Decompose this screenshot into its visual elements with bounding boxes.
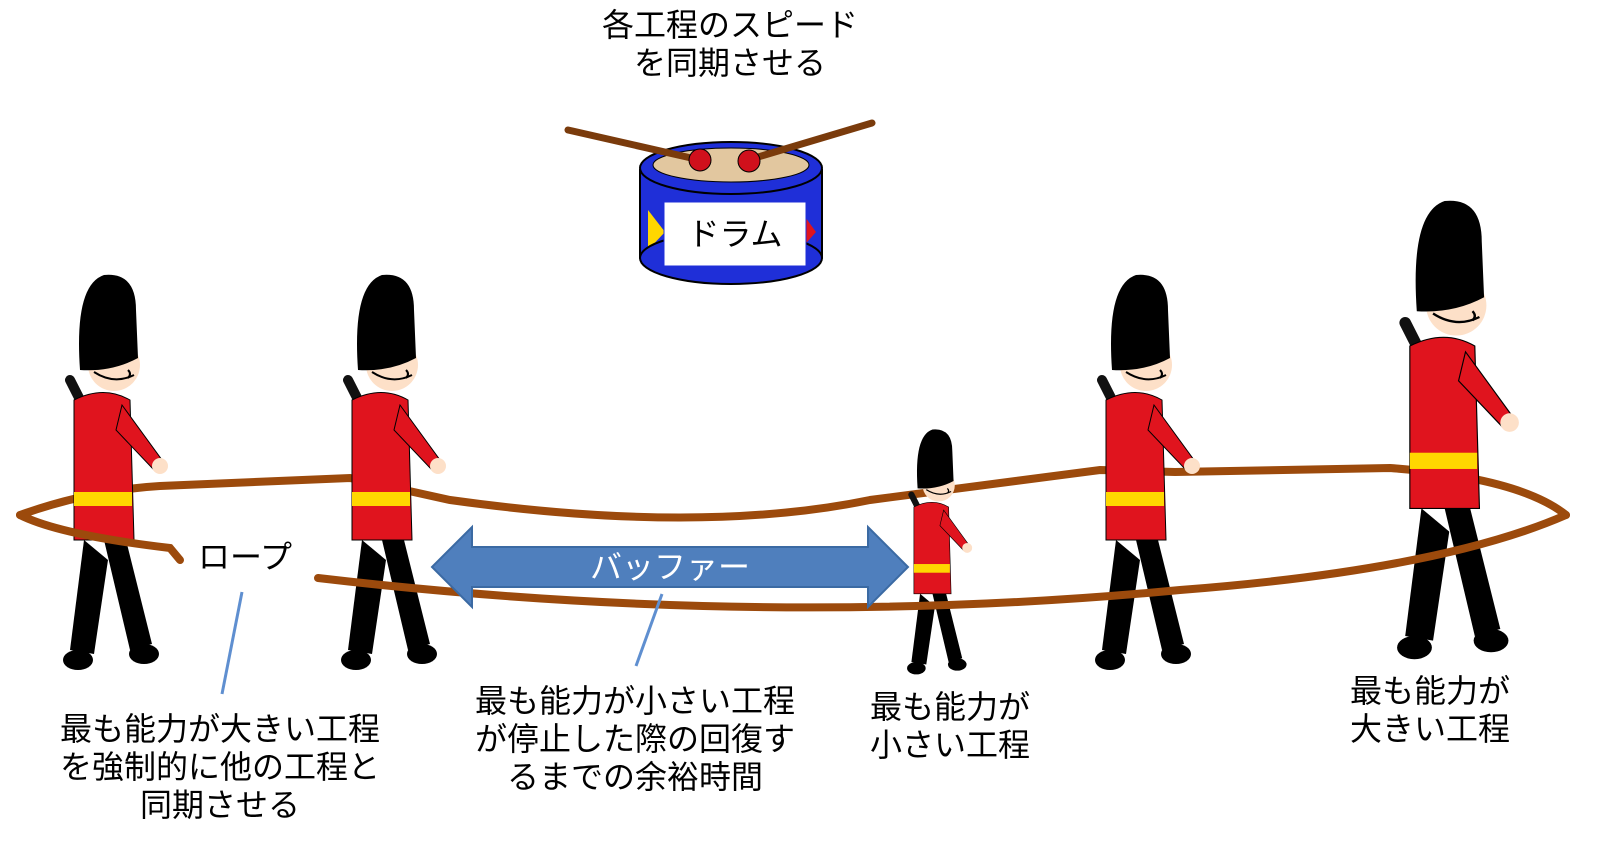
rope-pointer xyxy=(220,591,244,695)
drum-caption-line-1: 各工程のスピード xyxy=(601,6,858,44)
soldier-icon xyxy=(1397,201,1519,659)
soldier-icon xyxy=(63,275,168,670)
soldier-icon xyxy=(341,275,446,670)
annotation-line: 小さい工程 xyxy=(869,726,1030,764)
rope-back xyxy=(16,463,1570,522)
annotation-largest-left: 最も能力が大きい工程 を強制的に他の工程と 同期させる xyxy=(20,710,420,824)
annotation-line: 同期させる xyxy=(139,786,300,824)
annotation-line: を強制的に他の工程と xyxy=(59,748,380,786)
double-arrow-icon xyxy=(430,524,910,610)
drum-label: ドラム xyxy=(687,215,783,253)
annotation-line: 最も能力が xyxy=(869,688,1030,726)
rope-label: ロープ xyxy=(197,538,293,576)
annotation-line: 最も能力が大きい工程 xyxy=(59,710,380,748)
annotation-line: が停止した際の回復す xyxy=(474,720,795,758)
soldier-icon xyxy=(907,429,972,674)
drum-caption-line-2: を同期させる xyxy=(633,44,826,82)
annotation-line: 最も能力が xyxy=(1349,672,1510,710)
annotation-line: 大きい工程 xyxy=(1349,710,1510,748)
drum-icon xyxy=(564,119,876,285)
annotation-line: 最も能力が小さい工程 xyxy=(474,682,795,720)
rope-front xyxy=(16,511,1570,612)
annotation-smallest: 最も能力が 小さい工程 xyxy=(850,688,1050,764)
annotation-largest-right: 最も能力が 大きい工程 xyxy=(1330,672,1530,748)
buffer-label: バッファー xyxy=(589,548,750,586)
annotation-buffer-desc: 最も能力が小さい工程 が停止した際の回復す るまでの余裕時間 xyxy=(430,682,840,796)
annotation-line: るまでの余裕時間 xyxy=(506,758,763,796)
buffer-pointer xyxy=(634,593,664,667)
drum-caption: 各工程のスピード を同期させる xyxy=(552,6,908,82)
